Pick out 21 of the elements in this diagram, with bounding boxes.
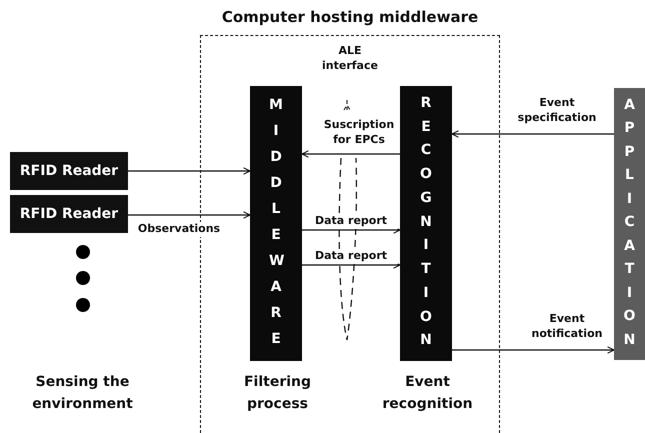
process-bar (400, 86, 452, 361)
stage-caption: Event recognition (381, 373, 474, 414)
arrow (301, 150, 400, 158)
arrow (128, 211, 251, 219)
reader-box (10, 152, 128, 190)
reader-label: RFID Reader (20, 206, 118, 222)
vertical-label: RECOGNITION (419, 94, 433, 350)
application-bar (614, 88, 645, 360)
arrow (128, 167, 251, 175)
process-bar (250, 86, 302, 361)
arrow (451, 130, 614, 138)
vertical-label: APPLICATION (622, 96, 636, 350)
reader-box (10, 195, 128, 233)
stage-caption: Sensing the environment (31, 373, 134, 414)
arrow (452, 346, 615, 354)
container-heading: Computer hosting middleware (220, 8, 480, 26)
reader-label: RFID Reader (20, 163, 118, 179)
arrow (302, 261, 401, 269)
arrow (302, 226, 401, 234)
vertical-label: MIDDLEWARE (269, 96, 283, 349)
stage-caption: Filtering process (242, 373, 312, 414)
